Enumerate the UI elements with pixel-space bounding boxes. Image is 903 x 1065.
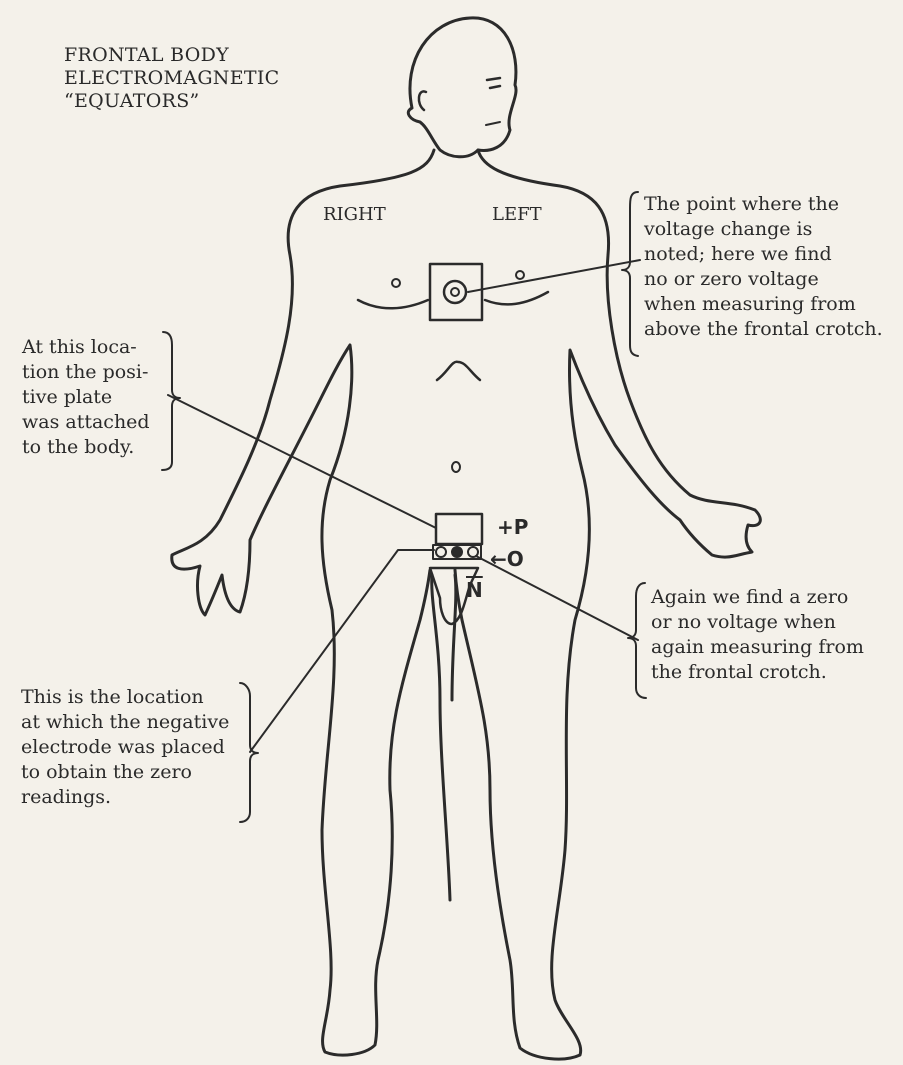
note-line: This is the location [21,685,229,710]
chest-point-inner [451,288,459,296]
positive-plate [436,514,482,544]
note-chest-point: The point where the voltage change is no… [644,192,883,342]
face-eye [487,78,500,88]
face-ear [419,91,426,110]
note-line: or no voltage when [651,610,864,635]
navel [452,462,460,472]
face-mouth [486,122,500,125]
note-line: again measuring from [651,635,864,660]
side-label-left: LEFT [492,204,542,225]
electrode-2 [452,547,462,557]
nipple-left [392,279,400,287]
side-label-right: RIGHT [323,204,386,225]
marker-zero: ←O [490,547,524,571]
leader-chest-point [468,260,640,292]
note-line: above the frontal crotch. [644,317,883,342]
marker-negative: N [466,578,483,602]
title-line: FRONTAL BODY [64,44,280,67]
note-line: was attached [22,410,150,435]
brace-negative-electrode [240,683,258,822]
diagram-title: FRONTAL BODY ELECTROMAGNETIC “EQUATORS” [64,44,280,113]
leader-negative-electrode [250,550,434,752]
leader-positive-plate [168,395,436,528]
note-crotch-zero: Again we find a zero or no voltage when … [651,585,864,685]
note-line: The point where the [644,192,883,217]
note-line: when measuring from [644,292,883,317]
note-line: the frontal crotch. [651,660,864,685]
note-line: no or zero voltage [644,267,883,292]
note-line: At this loca- [22,335,150,360]
note-line: readings. [21,785,229,810]
note-line: tion the posi- [22,360,150,385]
pectoral-right [485,292,548,304]
title-line: ELECTROMAGNETIC [64,67,280,90]
note-line: electrode was placed [21,735,229,760]
pectoral-left [358,300,428,308]
note-negative-electrode: This is the location at which the negati… [21,685,229,810]
note-positive-plate: At this loca- tion the posi- tive plate … [22,335,150,460]
brace-chest-point [622,192,638,356]
note-line: to the body. [22,435,150,460]
nipple-right [516,271,524,279]
note-line: to obtain the zero [21,760,229,785]
marker-positive: +P [497,515,528,539]
chest-point-outer [444,281,466,303]
brace-positive-plate [162,332,180,470]
ribcage [437,362,480,380]
note-line: Again we find a zero [651,585,864,610]
note-line: tive plate [22,385,150,410]
note-line: at which the negative [21,710,229,735]
note-line: voltage change is [644,217,883,242]
head-outline [408,18,516,157]
note-line: noted; here we find [644,242,883,267]
title-line: “EQUATORS” [64,90,280,113]
chest-point-box [430,264,482,320]
electrode-1 [436,547,446,557]
